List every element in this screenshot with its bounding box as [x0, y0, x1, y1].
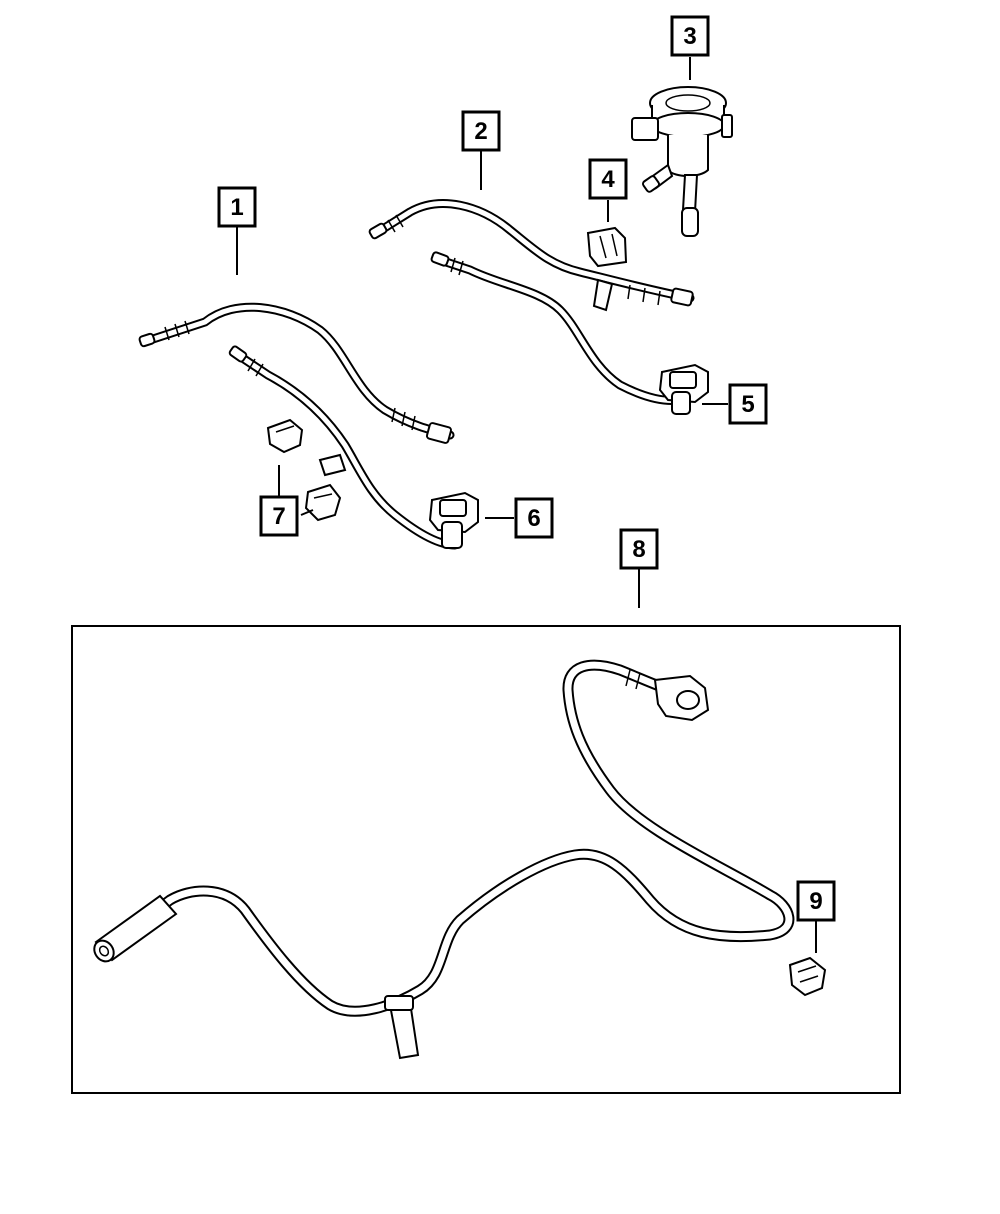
hose-part-2	[368, 199, 695, 312]
callout-5-label: 5	[741, 391, 754, 418]
callout-1-label: 1	[230, 194, 243, 221]
callout-7-label: 7	[272, 503, 285, 530]
callout-5: 5	[728, 383, 768, 425]
clip-part-4	[586, 226, 628, 268]
clips-part-7	[266, 418, 342, 522]
callout-9-label: 9	[809, 888, 822, 915]
callout-6-label: 6	[527, 505, 540, 532]
hose-part-8	[93, 659, 795, 1060]
callout-3: 3	[670, 15, 710, 57]
part-8-detail-frame	[71, 625, 901, 1094]
callout-4: 4	[588, 158, 628, 200]
callout-2-label: 2	[474, 118, 487, 145]
callout-7: 7	[259, 495, 299, 537]
callout-8-label: 8	[632, 536, 645, 563]
purge-valve-part-3	[631, 86, 733, 237]
hose-part-6	[228, 345, 479, 550]
hose-part-1	[138, 302, 455, 444]
callout-3-label: 3	[683, 23, 696, 50]
callout-8: 8	[619, 528, 659, 570]
hose-part-5	[430, 251, 709, 415]
callout-9: 9	[796, 880, 836, 922]
callout-4-label: 4	[601, 166, 615, 193]
leader-lines	[236, 57, 817, 953]
callout-6: 6	[514, 497, 554, 539]
callout-2: 2	[461, 110, 501, 152]
callout-1: 1	[217, 186, 257, 228]
clip-part-9	[788, 956, 827, 997]
